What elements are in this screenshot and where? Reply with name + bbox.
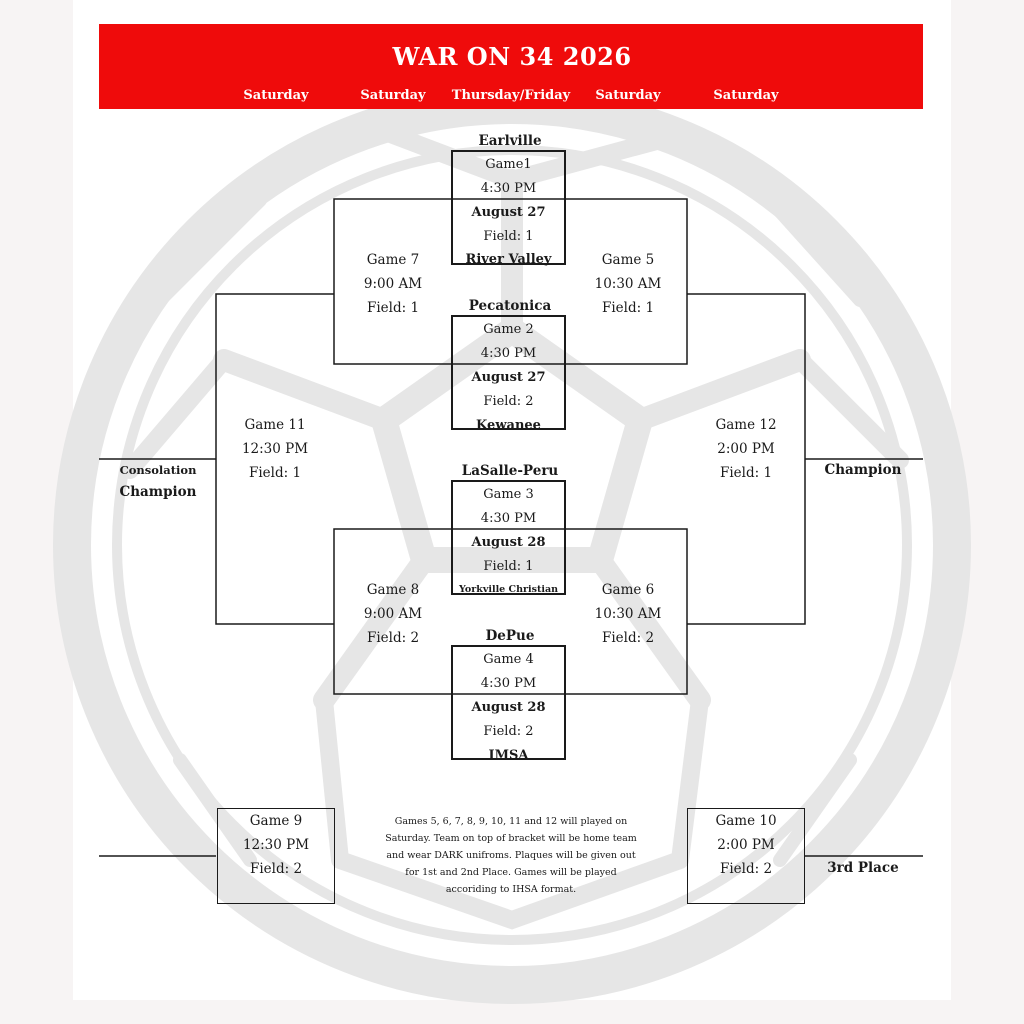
game-9-time: 12:30 PM [242, 837, 310, 853]
game-8-info: Game 8 9:00 AM Field: 2 [338, 578, 448, 650]
game-6-field: Field: 2 [601, 630, 655, 646]
team-depue: DePue [485, 628, 535, 644]
day-label-col4: Saturday [595, 88, 661, 103]
game-2-box: Game 2 4:30 PM August 27 Field: 2 Kewane… [451, 315, 566, 433]
game-1-field: Field: 1 [483, 229, 534, 244]
third-place-label: 3rd Place [827, 860, 899, 876]
game-6-label: Game 6 [601, 582, 655, 598]
game-10-label: Game 10 [715, 813, 777, 829]
game-11-label: Game 11 [244, 417, 306, 433]
day-label-col2: Saturday [360, 88, 426, 103]
game-7-time: 9:00 AM [363, 276, 423, 292]
game-11-field: Field: 1 [248, 465, 302, 481]
day-label-col3: Thursday/Friday [451, 88, 571, 103]
game-3-label: Game 3 [483, 487, 534, 502]
game-6-time: 10:30 AM [594, 606, 662, 622]
team-pecatonica: Pecatonica [468, 298, 552, 314]
game-1-box: Game1 4:30 PM August 27 Field: 1 River V… [451, 150, 566, 267]
tournament-note: Games 5, 6, 7, 8, 9, 10, 11 and 12 will … [385, 816, 637, 895]
game-3-date: August 28 [471, 535, 546, 550]
game-9-box [217, 808, 335, 904]
game-9-field: Field: 2 [249, 861, 303, 877]
game-9-label: Game 9 [249, 813, 303, 829]
day-label-col5: Saturday [713, 88, 779, 103]
game-1-date: August 27 [471, 205, 546, 220]
consolation-champion-label: Champion [119, 484, 197, 500]
game-10-box [687, 808, 805, 904]
game-1-time: 4:30 PM [480, 181, 537, 196]
game-11-time: 12:30 PM [241, 441, 309, 457]
game-7-info: Game 7 9:00 AM Field: 1 [338, 248, 448, 320]
game-5-info: Game 5 10:30 AM Field: 1 [573, 248, 683, 320]
game-4-field: Field: 2 [483, 724, 534, 739]
game-4-time: 4:30 PM [480, 676, 537, 691]
game-7-label: Game 7 [366, 252, 420, 268]
game-3-time: 4:30 PM [480, 511, 537, 526]
game-2-label: Game 2 [483, 322, 534, 337]
game-12-field: Field: 1 [719, 465, 773, 481]
game-2-time: 4:30 PM [480, 346, 537, 361]
game-3-field: Field: 1 [483, 559, 534, 574]
team-river-valley: River Valley [465, 252, 552, 267]
game-4-date: August 28 [471, 700, 546, 715]
game-12-time: 2:00 PM [717, 441, 775, 457]
game-2-field: Field: 2 [483, 394, 534, 409]
game-5-label: Game 5 [601, 252, 655, 268]
page-title: WAR ON 34 2026 [392, 42, 632, 71]
game-11-info: Game 11 12:30 PM Field: 1 [220, 413, 330, 485]
game-8-field: Field: 2 [366, 630, 420, 646]
game-10-time: 2:00 PM [717, 837, 775, 853]
game-12-label: Game 12 [715, 417, 777, 433]
header-banner [99, 24, 923, 109]
team-earlville: Earlville [478, 133, 542, 149]
game-8-label: Game 8 [366, 582, 420, 598]
game-10-info: Game 10 2:00 PM Field: 2 [691, 809, 801, 881]
game-4-label: Game 4 [483, 652, 534, 667]
game-3-box: Game 3 4:30 PM August 28 Field: 1 Yorkvi… [451, 480, 566, 595]
team-imsa: IMSA [488, 748, 529, 763]
consolation-label: Consolation [119, 463, 197, 477]
champion-label: Champion [824, 462, 902, 478]
day-label-col1: Saturday [243, 88, 309, 103]
team-lasalle-peru: LaSalle-Peru [461, 463, 559, 479]
game-7-field: Field: 1 [366, 300, 420, 316]
game-1-label: Game1 [485, 157, 532, 172]
game-10-field: Field: 2 [719, 861, 773, 877]
game-9-info: Game 9 12:30 PM Field: 2 [221, 809, 331, 881]
game-2-date: August 27 [471, 370, 546, 385]
game-5-time: 10:30 AM [594, 276, 662, 292]
game-8-time: 9:00 AM [363, 606, 423, 622]
game-4-box: Game 4 4:30 PM August 28 Field: 2 IMSA [451, 645, 566, 763]
game-6-info: Game 6 10:30 AM Field: 2 [573, 578, 683, 650]
game-12-info: Game 12 2:00 PM Field: 1 [691, 413, 801, 485]
game-5-field: Field: 1 [601, 300, 655, 316]
team-yorkville-christian: Yorkville Christian [458, 584, 559, 595]
team-kewanee: Kewanee [476, 418, 541, 433]
